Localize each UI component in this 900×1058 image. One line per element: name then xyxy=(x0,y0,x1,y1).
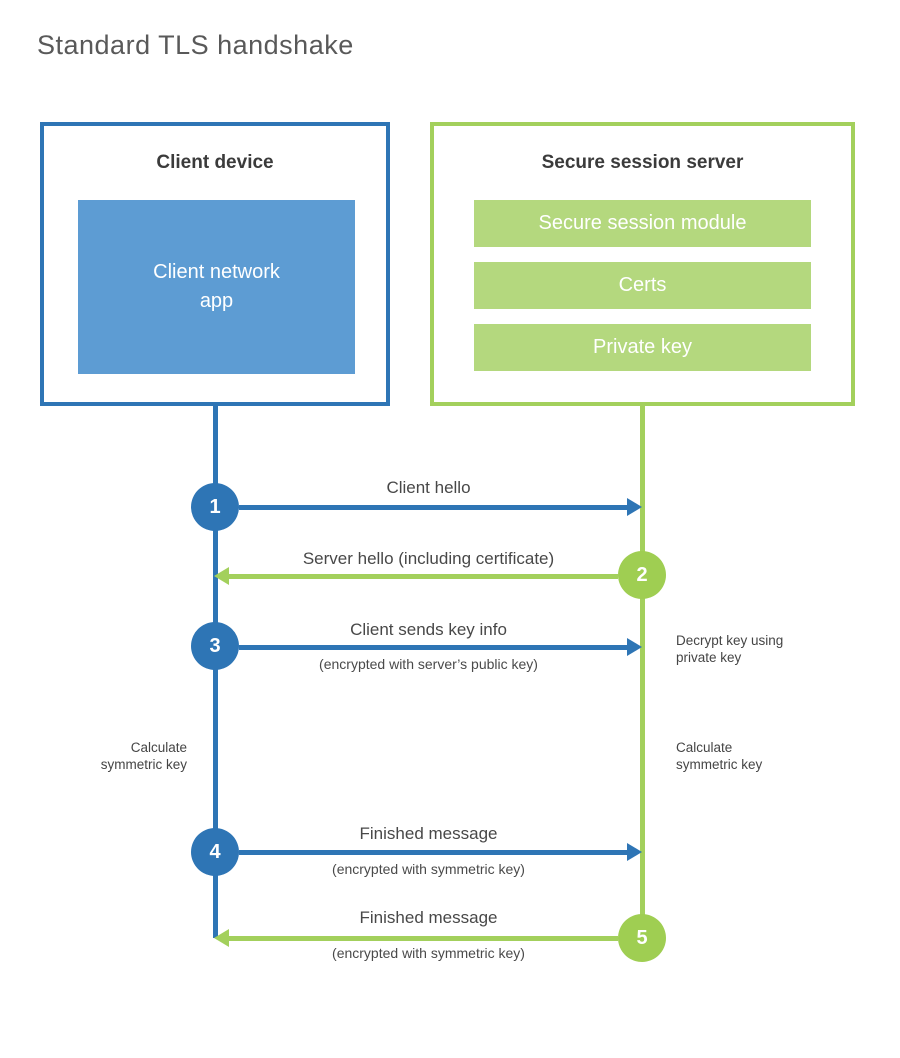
arrow-step2-arrowhead-icon xyxy=(214,567,229,585)
step4-label: Finished message xyxy=(359,824,498,843)
secure-session-server-title: Secure session server xyxy=(541,152,744,173)
arrow-step3-shaft xyxy=(239,645,627,650)
server-module-private-key: Private key xyxy=(474,324,811,371)
step5-label: Finished message xyxy=(359,908,498,927)
arrow-step5-shaft xyxy=(229,936,618,941)
step3-sublabel: (encrypted with server’s public key) xyxy=(319,656,538,672)
note-decrypt-key: Decrypt key using private key xyxy=(676,633,784,665)
client-lifeline xyxy=(213,406,218,938)
client-network-app-block: Client network app xyxy=(78,200,355,374)
arrow-step2-shaft xyxy=(229,574,618,579)
step2-label: Server hello (including certificate) xyxy=(302,549,555,568)
arrow-step1-shaft xyxy=(239,505,627,510)
step5-badge: 5 xyxy=(618,914,666,962)
server-module-certs: Certs xyxy=(474,262,811,309)
step4-badge: 4 xyxy=(191,828,239,876)
server-module-secure-session-module: Secure session module xyxy=(474,200,811,247)
secure-session-server-box: Secure session server Secure session mod… xyxy=(430,122,855,406)
step2-badge: 2 xyxy=(618,551,666,599)
arrow-step5-arrowhead-icon xyxy=(214,929,229,947)
step3-badge: 3 xyxy=(191,622,239,670)
server-lifeline xyxy=(640,406,645,940)
arrow-step1-arrowhead-icon xyxy=(627,498,642,516)
client-device-title: Client device xyxy=(156,152,274,173)
client-device-box: Client device Client network app xyxy=(40,122,390,406)
step4-sublabel: (encrypted with symmetric key) xyxy=(332,861,525,877)
step3-label: Client sends key info xyxy=(350,620,507,639)
step5-sublabel: (encrypted with symmetric key) xyxy=(332,945,525,961)
arrow-step4-arrowhead-icon xyxy=(627,843,642,861)
step1-badge: 1 xyxy=(191,483,239,531)
page-title: Standard TLS handshake xyxy=(37,30,354,60)
note-calculate-symmetric-key-client: Calculate symmetric key xyxy=(100,740,187,772)
note-calculate-symmetric-key-server: Calculate symmetric key xyxy=(676,740,763,772)
arrow-step4-shaft xyxy=(239,850,627,855)
step1-label: Client hello xyxy=(386,478,471,497)
arrow-step3-arrowhead-icon xyxy=(627,638,642,656)
